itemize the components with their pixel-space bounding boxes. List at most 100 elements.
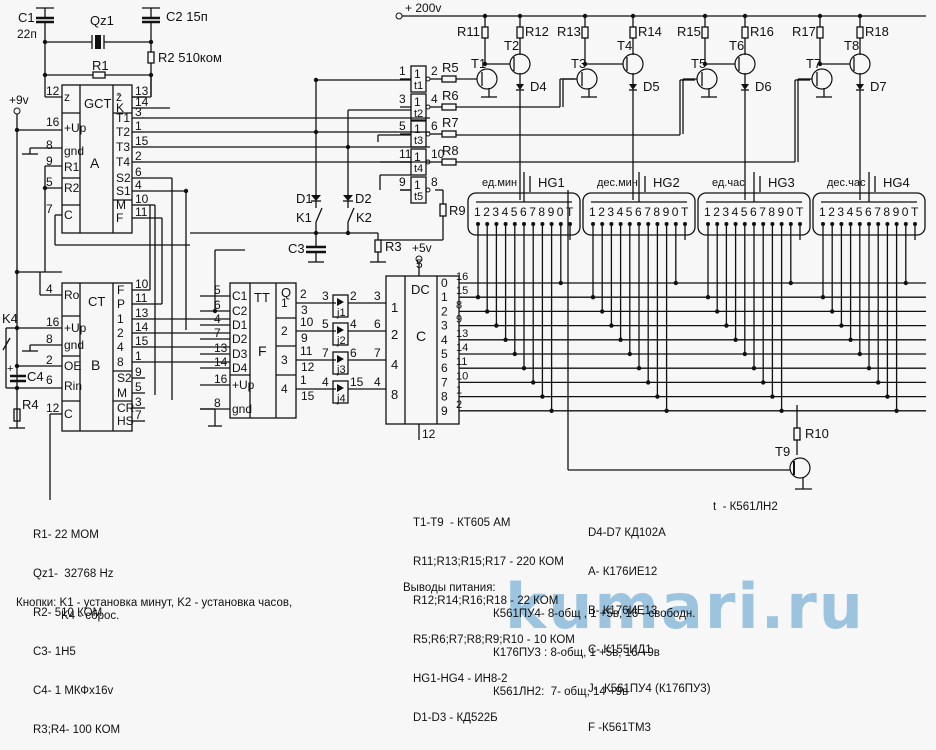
pin-label: 7 bbox=[441, 375, 448, 389]
tube-digit: 5 bbox=[856, 205, 863, 219]
transistor-label: T1 bbox=[471, 56, 486, 71]
tube-digit: 5 bbox=[626, 205, 633, 219]
resistor-label: R11 bbox=[457, 24, 480, 39]
pin-number: 4 bbox=[322, 375, 329, 389]
pin-number: 11 bbox=[456, 356, 467, 368]
junction bbox=[42, 185, 48, 191]
pin-number: 3 bbox=[135, 395, 142, 409]
pin-label: C bbox=[64, 407, 73, 421]
pin-number: 7 bbox=[322, 346, 329, 360]
pin-number: 4 bbox=[135, 178, 142, 192]
k4-switch[interactable] bbox=[2, 337, 11, 351]
tube-digit: 7 bbox=[759, 205, 766, 219]
chip-b-name: B bbox=[91, 357, 100, 373]
tube-digit: 8 bbox=[653, 205, 660, 219]
c1-label: C1 bbox=[18, 10, 35, 25]
pin-label: 1 bbox=[391, 300, 398, 315]
buffer-body bbox=[332, 380, 349, 404]
pin-number: 10 bbox=[135, 192, 149, 206]
r1-label: R1 bbox=[92, 58, 109, 73]
buffer-triangle-icon bbox=[337, 384, 344, 392]
pin-number: 13 bbox=[456, 328, 468, 340]
pin-label: D3 bbox=[232, 347, 248, 361]
resistor-label: R14 bbox=[638, 24, 662, 39]
k4-label: K4 bbox=[2, 311, 18, 326]
note-line: R3;R4- 100 КОМ bbox=[33, 724, 121, 736]
tube-digit: 7 bbox=[644, 205, 651, 219]
tube-digit: 7 bbox=[529, 205, 536, 219]
pin-label: Ro bbox=[64, 288, 80, 302]
tube-digit: 8 bbox=[768, 205, 775, 219]
pin-number: 3 bbox=[135, 105, 142, 119]
pin-number: 11 bbox=[399, 147, 412, 161]
pin-number: 8 bbox=[214, 396, 221, 410]
tube-digit: 4 bbox=[617, 205, 624, 219]
tube-digit: 3 bbox=[722, 205, 729, 219]
pin-number: 10 bbox=[456, 370, 468, 382]
buffer-body bbox=[332, 351, 349, 375]
tube-digit: 6 bbox=[865, 205, 872, 219]
tube-digit: 0 bbox=[557, 205, 564, 219]
power-pins-lines: К561ПУ4- 8-общ , 1 +5в, 16 - свободн. К1… bbox=[493, 582, 695, 712]
pin-label: M bbox=[117, 386, 127, 400]
k2-label: K2 bbox=[356, 210, 372, 225]
tube-digit: 6 bbox=[635, 205, 642, 219]
pin-label: z bbox=[64, 90, 70, 104]
resistor-label: R8 bbox=[442, 143, 459, 158]
pin-number: 11 bbox=[135, 291, 148, 305]
buffer-name: j4 bbox=[336, 393, 346, 405]
pin-number: 2 bbox=[431, 64, 438, 78]
note-line: C4- 1 МКФx16v bbox=[33, 685, 114, 697]
pin-label: 2 bbox=[441, 304, 448, 318]
transistor-label: T7 bbox=[806, 56, 821, 71]
diode-label: D7 bbox=[870, 79, 887, 94]
v5-label: +5v bbox=[412, 241, 432, 255]
transistor-T8-icon bbox=[849, 53, 871, 75]
pin-number: 2 bbox=[456, 399, 462, 411]
pin-number: 1 bbox=[300, 373, 307, 387]
pin-number: 8 bbox=[431, 175, 438, 189]
pin-number: 14 bbox=[135, 95, 149, 109]
pin-number: 6 bbox=[350, 346, 357, 360]
tube-digit: 7 bbox=[874, 205, 881, 219]
resistor-R6 bbox=[441, 103, 457, 111]
inverter-name: t5 bbox=[414, 191, 423, 203]
tube-digit: 8 bbox=[883, 205, 890, 219]
pin-number: 13 bbox=[214, 341, 228, 355]
pin-label: T3 bbox=[116, 140, 130, 154]
note-line: B- К176ИЕ13 bbox=[588, 605, 658, 617]
pin-number: 3 bbox=[301, 303, 308, 317]
pin-label: D1 bbox=[232, 318, 248, 332]
pin-label: T1 bbox=[116, 111, 130, 125]
pin-number: 11 bbox=[135, 205, 148, 219]
pin-label: R2 bbox=[64, 181, 80, 195]
pin-label: 6 bbox=[441, 361, 448, 375]
t9-label: T9 bbox=[775, 444, 790, 459]
pin-number: 10 bbox=[300, 315, 314, 329]
pin-number: 4 bbox=[431, 92, 438, 106]
pin-number: 15 bbox=[135, 334, 149, 348]
tube-caption: дес.час bbox=[827, 177, 866, 189]
pin-number: 16 bbox=[456, 271, 468, 283]
pin-label: 2 bbox=[281, 324, 288, 338]
k2-switch[interactable] bbox=[347, 207, 355, 223]
tube-digit: 1 bbox=[704, 205, 711, 219]
transistor-label: T4 bbox=[617, 38, 632, 53]
buffer-name: j3 bbox=[336, 364, 346, 376]
diode-D4-icon bbox=[516, 84, 524, 90]
tube-digit: 5 bbox=[741, 205, 748, 219]
c2-label: C2 15п bbox=[166, 9, 208, 24]
transistor-T6-icon bbox=[734, 53, 756, 75]
buffer-triangle-icon bbox=[337, 326, 344, 334]
pin-number: 8 bbox=[456, 299, 462, 311]
transistor-label: T6 bbox=[729, 38, 744, 53]
r2-label: R2 510ком bbox=[158, 50, 222, 65]
transistor-T2-icon bbox=[509, 53, 531, 75]
k1-switch[interactable] bbox=[315, 207, 323, 223]
